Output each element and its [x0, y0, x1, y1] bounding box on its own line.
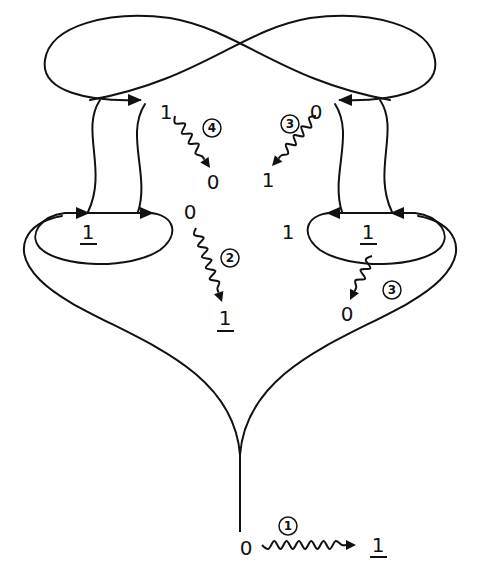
underline — [360, 243, 377, 245]
wavy-line — [354, 256, 372, 291]
wavy-arrow — [194, 228, 223, 302]
state-value: 1 — [160, 102, 173, 122]
arrowhead — [272, 155, 282, 166]
right-half — [90, 16, 456, 455]
arrowhead — [214, 291, 223, 302]
state-value: 0 — [310, 102, 323, 122]
state-value: 1 — [362, 222, 375, 242]
outer-curve — [24, 216, 240, 455]
arrowhead — [200, 157, 210, 168]
arrowhead — [76, 207, 90, 219]
wavy-arrow — [262, 540, 356, 550]
callout-circle — [203, 119, 221, 137]
arrowhead — [350, 289, 359, 300]
state-value: 0 — [341, 304, 354, 324]
state-value: 1 — [262, 170, 275, 190]
state-value: 0 — [184, 202, 197, 222]
wavy-line — [262, 541, 346, 549]
inner-loop — [35, 213, 172, 264]
callout-number: 2 — [226, 252, 234, 264]
arrowhead — [346, 540, 356, 550]
underline — [370, 556, 387, 558]
callout-number: 3 — [388, 284, 396, 296]
underlines — [80, 244, 387, 557]
tube-line — [137, 104, 145, 212]
stem-line — [239, 455, 241, 532]
callout-circle — [383, 281, 401, 299]
callout-number: 3 — [286, 118, 294, 130]
callout-number: 1 — [284, 520, 292, 532]
tube-line — [88, 100, 100, 212]
figure-eight-curve — [45, 16, 390, 100]
state-value: 1 — [82, 222, 95, 242]
state-value: 0 — [207, 172, 220, 192]
wavy-line — [194, 228, 219, 293]
state-value: 1 — [219, 308, 232, 328]
state-value: 0 — [240, 538, 253, 558]
callout-circle — [221, 249, 239, 267]
wavy-line — [174, 116, 204, 160]
callout-circles — [203, 115, 401, 535]
state-value: 1 — [372, 535, 385, 555]
wavy-arrow — [272, 116, 316, 166]
left-half — [24, 16, 390, 455]
state-value: 1 — [282, 222, 295, 242]
underline — [217, 330, 234, 332]
callout-circle — [279, 517, 297, 535]
underline — [80, 243, 97, 245]
wavy-arrow — [350, 256, 372, 300]
arrowhead — [140, 207, 154, 219]
wavy-arrows — [174, 116, 372, 550]
wavy-line — [279, 116, 316, 158]
callout-number: 4 — [208, 122, 216, 134]
arrowhead — [128, 94, 142, 106]
callout-circle — [281, 115, 299, 133]
